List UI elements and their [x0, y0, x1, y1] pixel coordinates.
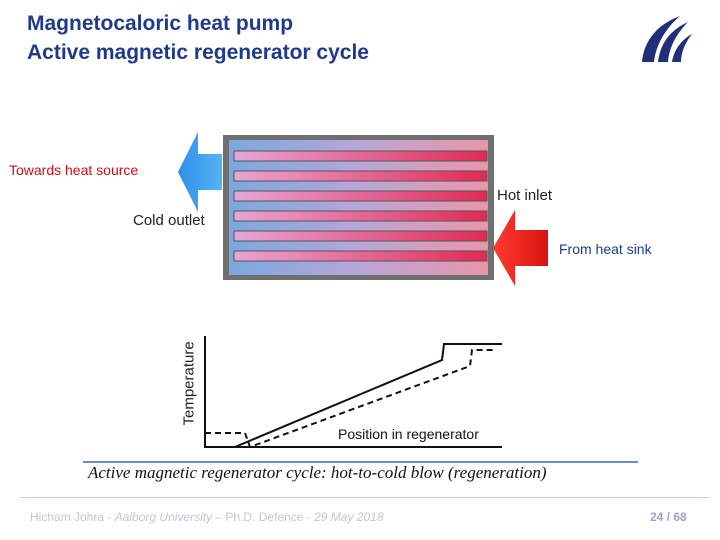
- hot-flow-arrow-icon: [493, 210, 548, 286]
- dashed-temperature-profile: [205, 349, 495, 449]
- title-line-2: Active magnetic regenerator cycle: [27, 41, 369, 64]
- x-axis-label: Position in regenerator: [338, 426, 479, 442]
- footer-text: Hicham Johra - Aalborg University – Ph.D…: [30, 510, 384, 524]
- caption-divider: [83, 461, 638, 463]
- page-number: 24 / 68: [650, 510, 687, 524]
- aalborg-university-logo-icon: [642, 16, 692, 62]
- slide-title: Magnetocaloric heat pump Active magnetic…: [27, 9, 369, 67]
- solid-temperature-profile: [205, 343, 502, 448]
- regenerator-plates: [233, 150, 488, 262]
- footer-author: Hicham Johra -: [30, 510, 115, 524]
- slide-caption: Active magnetic regenerator cycle: hot-t…: [88, 463, 547, 482]
- footer-rest: – Ph.D. Defence -: [212, 510, 315, 524]
- from-heat-sink-label: From heat sink: [559, 241, 652, 257]
- cold-flow-arrow-icon: [178, 132, 222, 212]
- regenerator-diagram: Towards heat source Cold outlet Hot inle…: [0, 120, 720, 290]
- temperature-graph: Temperature Position in regenerator: [180, 330, 510, 455]
- cold-outlet-label: Cold outlet: [133, 212, 205, 229]
- footer-date: 29 May 2018: [314, 510, 384, 524]
- towards-heat-source-label: Towards heat source: [9, 162, 139, 178]
- footer-divider: [20, 497, 710, 498]
- title-line-1: Magnetocaloric heat pump: [27, 12, 294, 35]
- footer-affiliation: Aalborg University: [114, 510, 213, 524]
- hot-inlet-label: Hot inlet: [497, 187, 553, 204]
- y-axis-label: Temperature: [180, 341, 198, 426]
